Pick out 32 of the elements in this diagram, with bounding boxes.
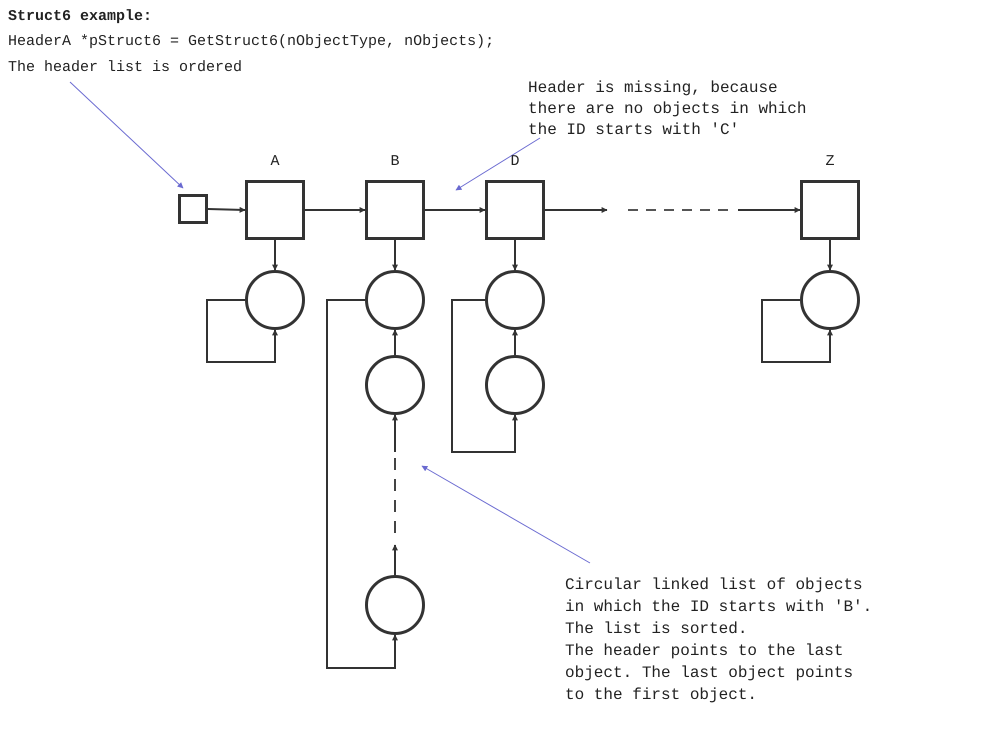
note-text: Header is missing, because there are no objects in which the ID starts with 'C': [528, 78, 808, 141]
note-text: The list is sorted.: [565, 619, 748, 640]
code-line: HeaderA *pStruct6 = GetStruct6(nObjectType, nObjects);: [8, 33, 494, 50]
leader-line: [456, 138, 540, 190]
arrow: [206, 299, 278, 363]
arrow: [392, 329, 398, 355]
arrow: [545, 207, 608, 213]
header-letter: D: [510, 152, 520, 172]
note-text: The header list is ordered: [8, 58, 244, 78]
arrow: [392, 240, 398, 271]
arrow: [305, 207, 366, 213]
leader-line: [70, 82, 184, 188]
arrow: [425, 207, 486, 213]
header-letter: B: [390, 152, 400, 172]
header-letter: A: [270, 152, 280, 172]
arrow: [827, 240, 833, 271]
arrow: [512, 240, 518, 271]
header-letter: Z: [825, 152, 834, 172]
title: Struct6 example:: [8, 8, 152, 25]
arrow: [326, 299, 398, 669]
arrow: [392, 544, 398, 575]
note-text: The header points to the last object. The last object points to the first object.: [565, 641, 854, 706]
arrow: [272, 240, 278, 271]
pointer-box: [178, 194, 208, 224]
arrow: [451, 299, 518, 453]
arrow: [738, 207, 801, 213]
leader-line: [421, 466, 590, 564]
arrow: [512, 329, 518, 355]
arrow: [392, 414, 398, 452]
arrow: [208, 206, 246, 213]
note-text: Circular linked list of objects in which the ID starts with 'B'.: [565, 575, 874, 618]
arrow: [761, 299, 833, 363]
